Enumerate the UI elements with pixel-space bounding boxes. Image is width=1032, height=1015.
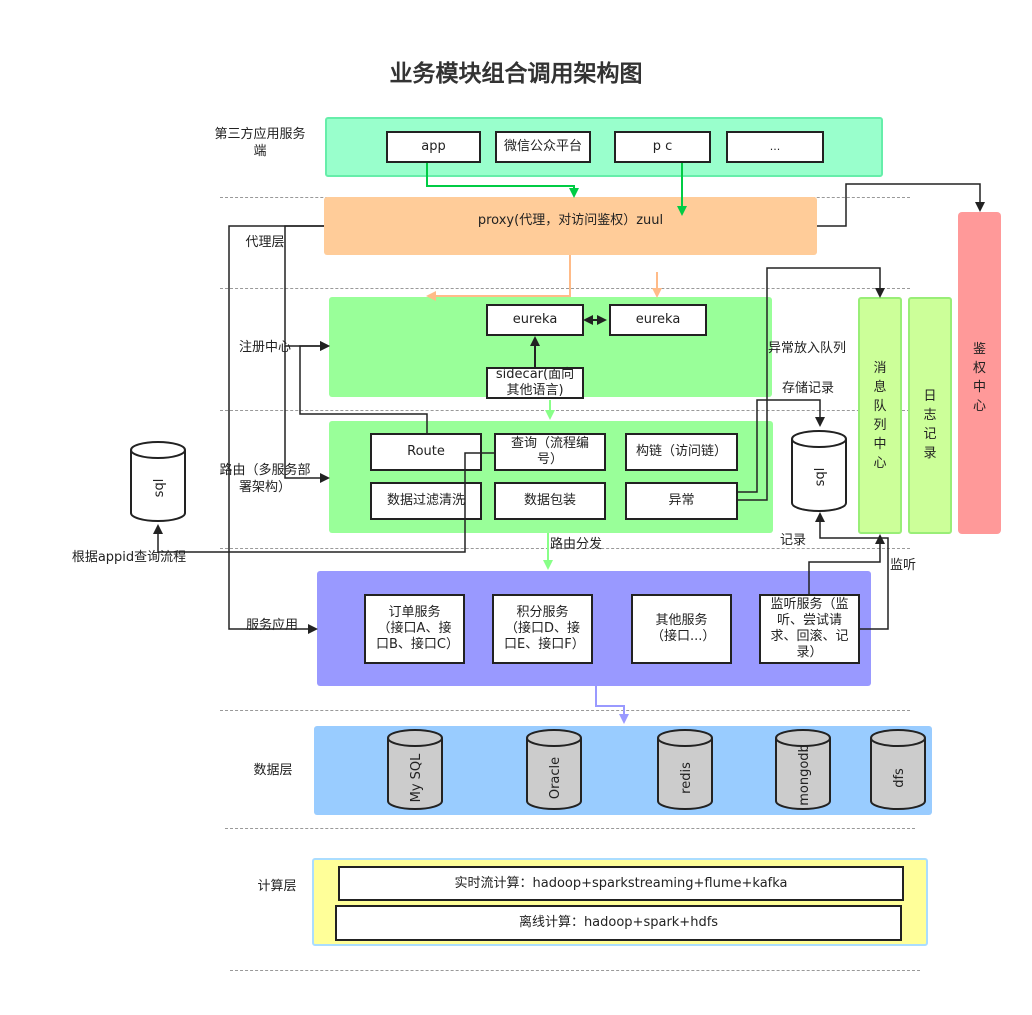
other-service-box[interactable]: 其他服务（接口...）: [631, 594, 732, 664]
arrow-query-to-sql: [153, 452, 494, 553]
db-redis-label: redis: [679, 762, 694, 794]
arrow-service-to-data: [595, 686, 629, 724]
layer-label-compute: 计算层: [257, 879, 297, 894]
arrow-route-to-registry: [299, 341, 428, 433]
layer-label-routing: 路由（多服务部署架构）: [216, 462, 314, 496]
exception-box[interactable]: 异常: [625, 482, 738, 520]
more-box[interactable]: ...: [726, 131, 824, 163]
annotation-exception-queue: 异常放入队列: [767, 341, 846, 356]
auth-center[interactable]: 鉴权中心: [958, 212, 1001, 534]
annotation-store-record: 存储记录: [781, 381, 834, 396]
filter-box[interactable]: 数据过滤清洗: [370, 482, 482, 520]
separator: [220, 548, 910, 549]
separator: [220, 410, 910, 411]
layer-label-data: 数据层: [253, 763, 293, 778]
annotation-query-flow: 根据appid查询流程: [70, 549, 188, 566]
sql-right-label: sql: [813, 468, 828, 487]
proxy-band[interactable]: proxy(代理，对访问鉴权）zuul: [324, 197, 817, 255]
annotation-route-dist: 路由分发: [549, 537, 602, 552]
layer-label-proxy: 代理层: [245, 235, 285, 250]
separator: [230, 970, 920, 971]
db-cylinder-redis: [657, 729, 713, 810]
db-mysql-label: My SQL: [409, 753, 424, 803]
annotation-listen: 监听: [889, 558, 916, 573]
realtime-compute-box[interactable]: 实时流计算：hadoop+sparkstreaming+flume+kafka: [338, 866, 904, 901]
separator: [220, 710, 910, 711]
route-box[interactable]: Route: [370, 433, 482, 471]
sidecar-box[interactable]: sidecar(面向其他语言): [486, 367, 584, 399]
separator: [220, 288, 910, 289]
pc-box[interactable]: p c: [614, 131, 711, 163]
db-oracle-label: Oracle: [548, 757, 563, 799]
arrow-monitor-to-sql: [808, 512, 881, 594]
query-box[interactable]: 查询（流程编号）: [494, 433, 606, 471]
monitor-service-box[interactable]: 监听服务（监听、尝试请求、回滚、记录）: [759, 594, 860, 664]
connector-proxy-to-routing: [284, 346, 330, 483]
layer-label-registry: 注册中心: [238, 340, 291, 355]
db-cylinder-mongodb: [775, 729, 831, 810]
mq-center[interactable]: 消息队列中心: [858, 297, 902, 534]
arrow-proxy-to-registry: [426, 255, 571, 301]
order-service-box[interactable]: 订单服务（接口A、接口B、接口C）: [364, 594, 465, 664]
arrow-exception-to-mq: [738, 267, 885, 501]
log-record-label: 日志记录: [923, 389, 937, 461]
sql-cylinder-right: [791, 430, 847, 512]
log-record[interactable]: 日志记录: [908, 297, 952, 534]
db-cylinder-oracle: [526, 729, 582, 810]
eureka-box-2[interactable]: eureka: [609, 304, 707, 336]
db-dfs-label: dfs: [892, 768, 907, 788]
chain-box[interactable]: 构链（访问链）: [625, 433, 738, 471]
auth-center-label: 鉴权中心: [972, 342, 986, 414]
sql-left-label: sql: [152, 479, 167, 498]
offline-compute-box[interactable]: 离线计算：hadoop+spark+hdfs: [335, 905, 902, 941]
arrow-proxy-to-auth: [817, 183, 985, 227]
separator: [225, 828, 915, 829]
mq-center-label: 消息队列中心: [873, 360, 887, 471]
wechat-box[interactable]: 微信公众平台: [495, 131, 591, 163]
connector-proxy-to-service: [228, 225, 324, 634]
points-service-box[interactable]: 积分服务（接口D、接口E、接口F）: [492, 594, 593, 664]
connector-proxy-to-registry: [284, 225, 330, 351]
wrap-box[interactable]: 数据包装: [494, 482, 606, 520]
arrow-exception-to-sql: [738, 399, 825, 493]
annotation-record: 记录: [779, 533, 806, 548]
app-box[interactable]: app: [386, 131, 481, 163]
page-title: 业务模块组合调用架构图: [389, 61, 643, 87]
db-mongodb-label: mongodb: [797, 744, 812, 806]
db-cylinder-mysql: [387, 729, 443, 810]
arrow-app-to-proxy: [426, 163, 579, 198]
layer-label-third-party: 第三方应用服务端: [214, 127, 306, 159]
db-cylinder-dfs: [870, 729, 926, 810]
arrow-monitor-to-mq: [860, 534, 889, 630]
sql-cylinder-left: [130, 441, 186, 522]
eureka-box-1[interactable]: eureka: [486, 304, 584, 336]
